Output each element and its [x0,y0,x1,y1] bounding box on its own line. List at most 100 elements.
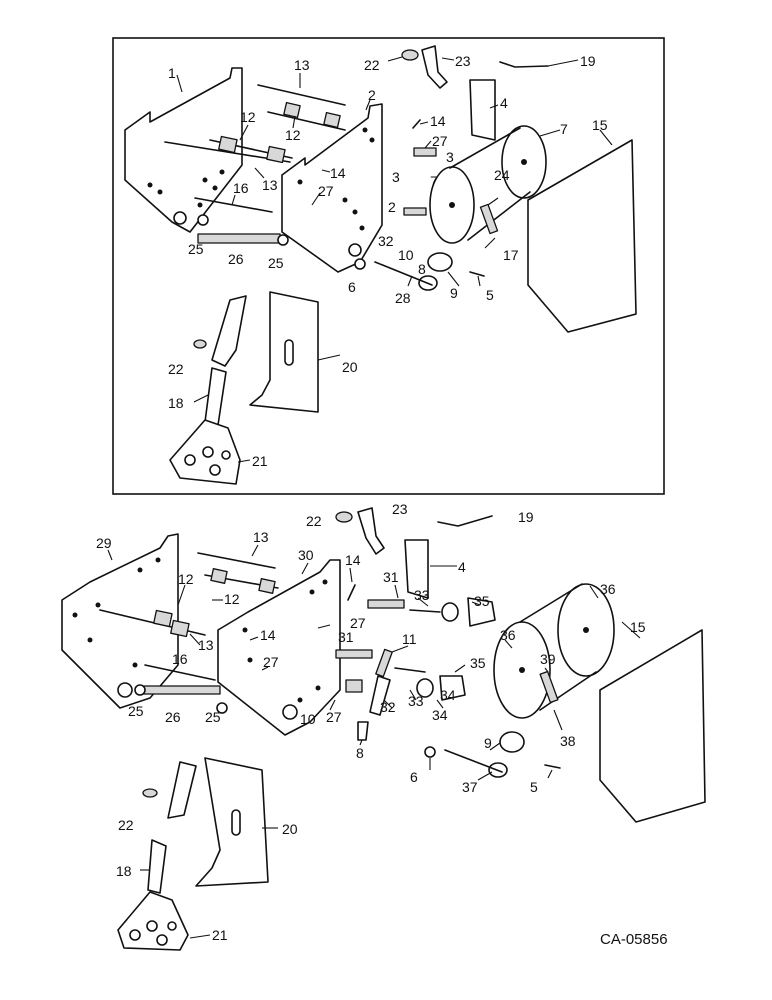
callout: 26 [228,251,244,267]
callout: 1 [168,65,176,81]
top-shield [527,139,637,333]
callout: 27 [263,654,279,670]
callout: 24 [494,167,510,183]
callout: 14 [345,552,361,568]
callout: 30 [298,547,314,563]
callout: 29 [96,535,112,551]
callout: 18 [116,863,132,879]
callout: 7 [430,173,438,189]
callout: 27 [326,709,342,725]
callout: 2 [368,87,376,103]
callout: 5 [486,287,494,303]
top-callouts: 1 13 12 12 13 2 14 27 14 16 27 25 26 25 … [168,53,608,469]
callout: 16 [233,180,249,196]
callout: 25 [205,709,221,725]
callout: 27 [318,183,334,199]
callout: 31 [383,569,399,585]
callout: 39 [540,651,556,667]
callout: 19 [580,53,596,69]
callout: 14 [430,113,446,129]
top-leaders [176,56,613,463]
figure-code: CA-05856 [600,931,668,948]
callout: 9 [450,285,458,301]
callout: 13 [262,177,278,193]
callout: 16 [172,651,188,667]
callout: 23 [392,501,408,517]
callout: 22 [306,513,322,529]
callout: 22 [118,817,134,833]
callout: 5 [530,779,538,795]
callout: 11 [402,631,417,647]
callout: 20 [342,359,358,375]
callout: 25 [188,241,204,257]
callout: 27 [350,615,366,631]
callout: 3 [446,149,454,165]
callout: 13 [253,529,269,545]
callout: 10 [398,247,414,263]
callout: 34 [432,707,448,723]
bottom-shafts [99,552,279,714]
callout: 4 [458,559,466,575]
callout: 12 [285,127,301,143]
callout: 35 [470,655,486,671]
bottom-callouts: 22 23 19 29 13 30 14 4 12 12 31 33 35 13… [96,501,646,943]
top-shafts [164,84,346,246]
callout: 27 [432,133,448,149]
bottom-leaders [107,544,641,939]
top-spout-assembly [169,291,319,485]
callout: 13 [198,637,214,653]
callout: 15 [592,117,608,133]
top-panel-frame [112,37,665,495]
callout: 19 [518,509,534,525]
callout: 14 [260,627,276,643]
callout: 26 [165,709,181,725]
callout: 20 [282,821,298,837]
callout: 23 [455,53,471,69]
bottom-spout-assembly [117,757,269,951]
callout: 6 [348,279,356,295]
callout: 21 [252,453,268,469]
callout: 32 [378,233,394,249]
callout: 36 [500,627,516,643]
callout: 36 [600,581,616,597]
callout: 13 [294,57,310,73]
top-side-plate-left [124,67,243,233]
callout: 18 [168,395,184,411]
callout: 37 [462,779,478,795]
callout: 17 [503,247,519,263]
callout: 33 [414,587,430,603]
callout: 33 [408,693,424,709]
callout: 6 [410,769,418,785]
callout: 38 [560,733,576,749]
callout: 4 [500,95,508,111]
callout: 22 [168,361,184,377]
callout: 7 [560,121,568,137]
callout: 28 [395,290,411,306]
callout: 12 [178,571,194,587]
callout: 3 [392,169,400,185]
callout: 10 [300,711,316,727]
top-side-plate-right [281,103,383,273]
callout: 15 [630,619,646,635]
bottom-pulleys-belt [424,583,615,778]
callout: 9 [484,735,492,751]
callout: 2 [388,199,396,215]
callout: 12 [224,591,240,607]
bottom-shield [599,629,706,823]
callout: 8 [356,745,364,761]
callout: 35 [474,593,490,609]
callout: 8 [418,261,426,277]
top-pulleys-belt [354,125,547,291]
callout: 31 [338,629,354,645]
top-spout-parts [401,45,549,216]
callout: 34 [440,687,456,703]
callout: 12 [240,109,256,125]
callout: 21 [212,927,228,943]
callout: 14 [330,165,346,181]
callout: 32 [380,699,396,715]
callout: 25 [268,255,284,271]
bottom-side-plate-right [217,559,341,736]
bottom-spout-parts [335,507,496,741]
callout: 22 [364,57,380,73]
